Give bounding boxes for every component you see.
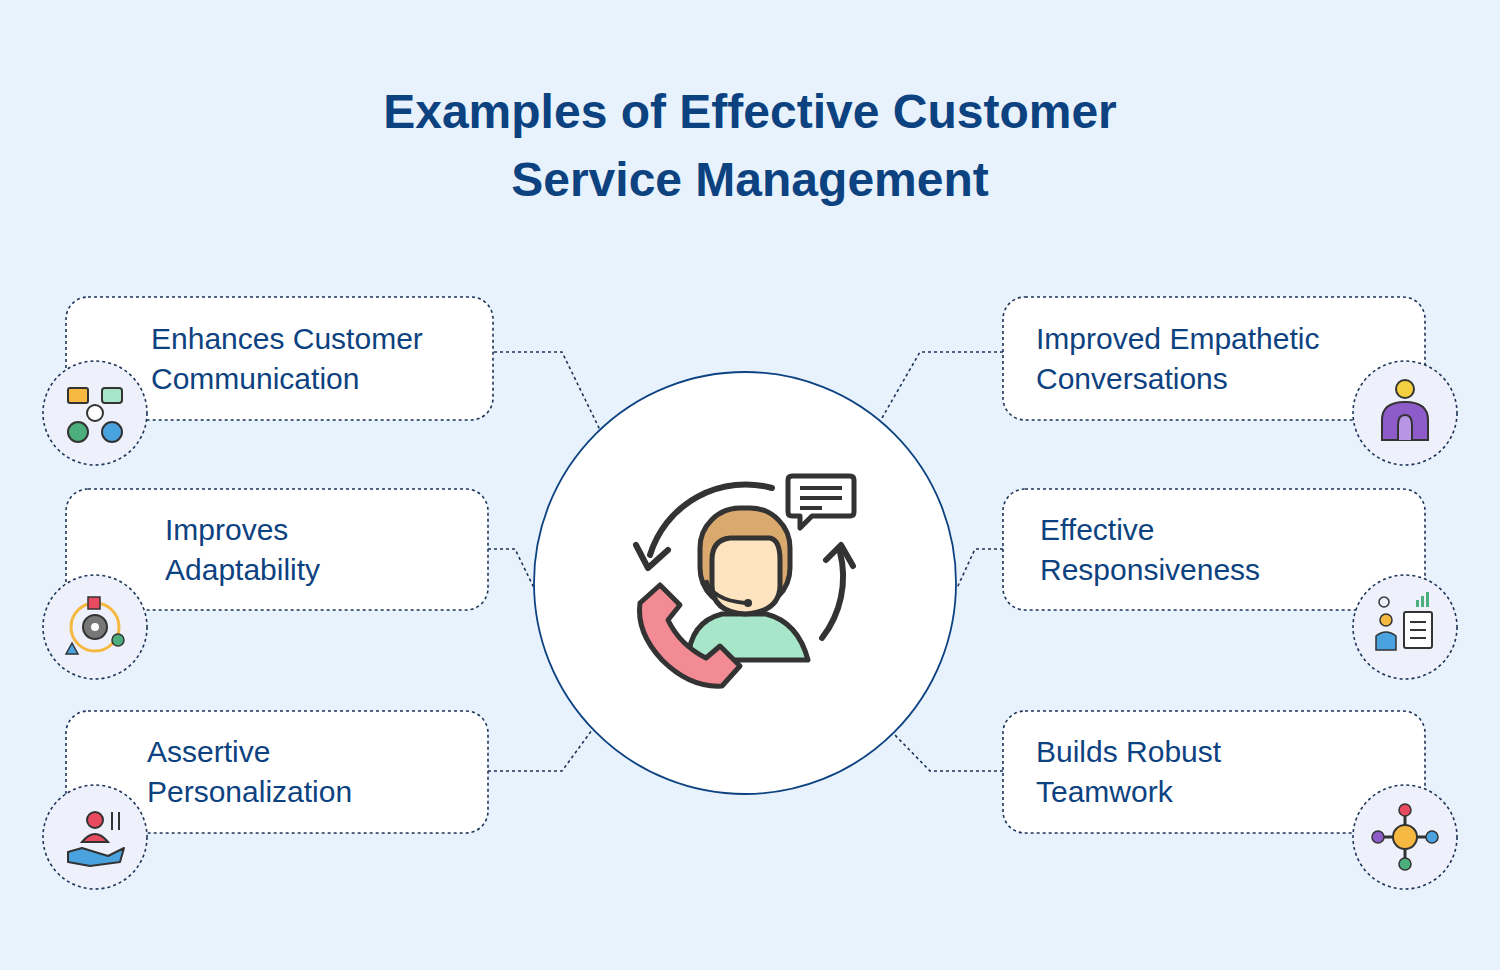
adaptability-icon <box>43 575 147 679</box>
feature-label: Enhances Customer Communication <box>151 319 481 399</box>
feature-label: Builds Robust Teamwork <box>1036 732 1276 812</box>
icon-set <box>43 361 1457 889</box>
box-outline <box>1003 489 1425 610</box>
communication-icon <box>43 361 147 465</box>
feature-label: Improved Empathetic Conversations <box>1036 319 1346 399</box>
feature-box: Improves Adaptability <box>66 489 488 610</box>
feature-label: Improves Adaptability <box>165 510 395 590</box>
center-illustration <box>534 372 956 794</box>
feature-label: Effective Responsiveness <box>1040 510 1290 590</box>
feature-box: Builds Robust Teamwork <box>1003 711 1425 833</box>
responsiveness-icon <box>1353 575 1457 679</box>
personalization-icon <box>43 785 147 889</box>
feature-box: Enhances Customer Communication <box>66 297 493 420</box>
feature-box: Effective Responsiveness <box>1003 489 1425 610</box>
teamwork-icon <box>1353 785 1457 889</box>
feature-label: Assertive Personalization <box>147 732 437 812</box>
diagram-title: Examples of Effective Customer Service M… <box>345 78 1155 214</box>
feature-box: Assertive Personalization <box>66 711 488 833</box>
empathy-icon <box>1353 361 1457 465</box>
feature-box: Improved Empathetic Conversations <box>1003 297 1425 420</box>
